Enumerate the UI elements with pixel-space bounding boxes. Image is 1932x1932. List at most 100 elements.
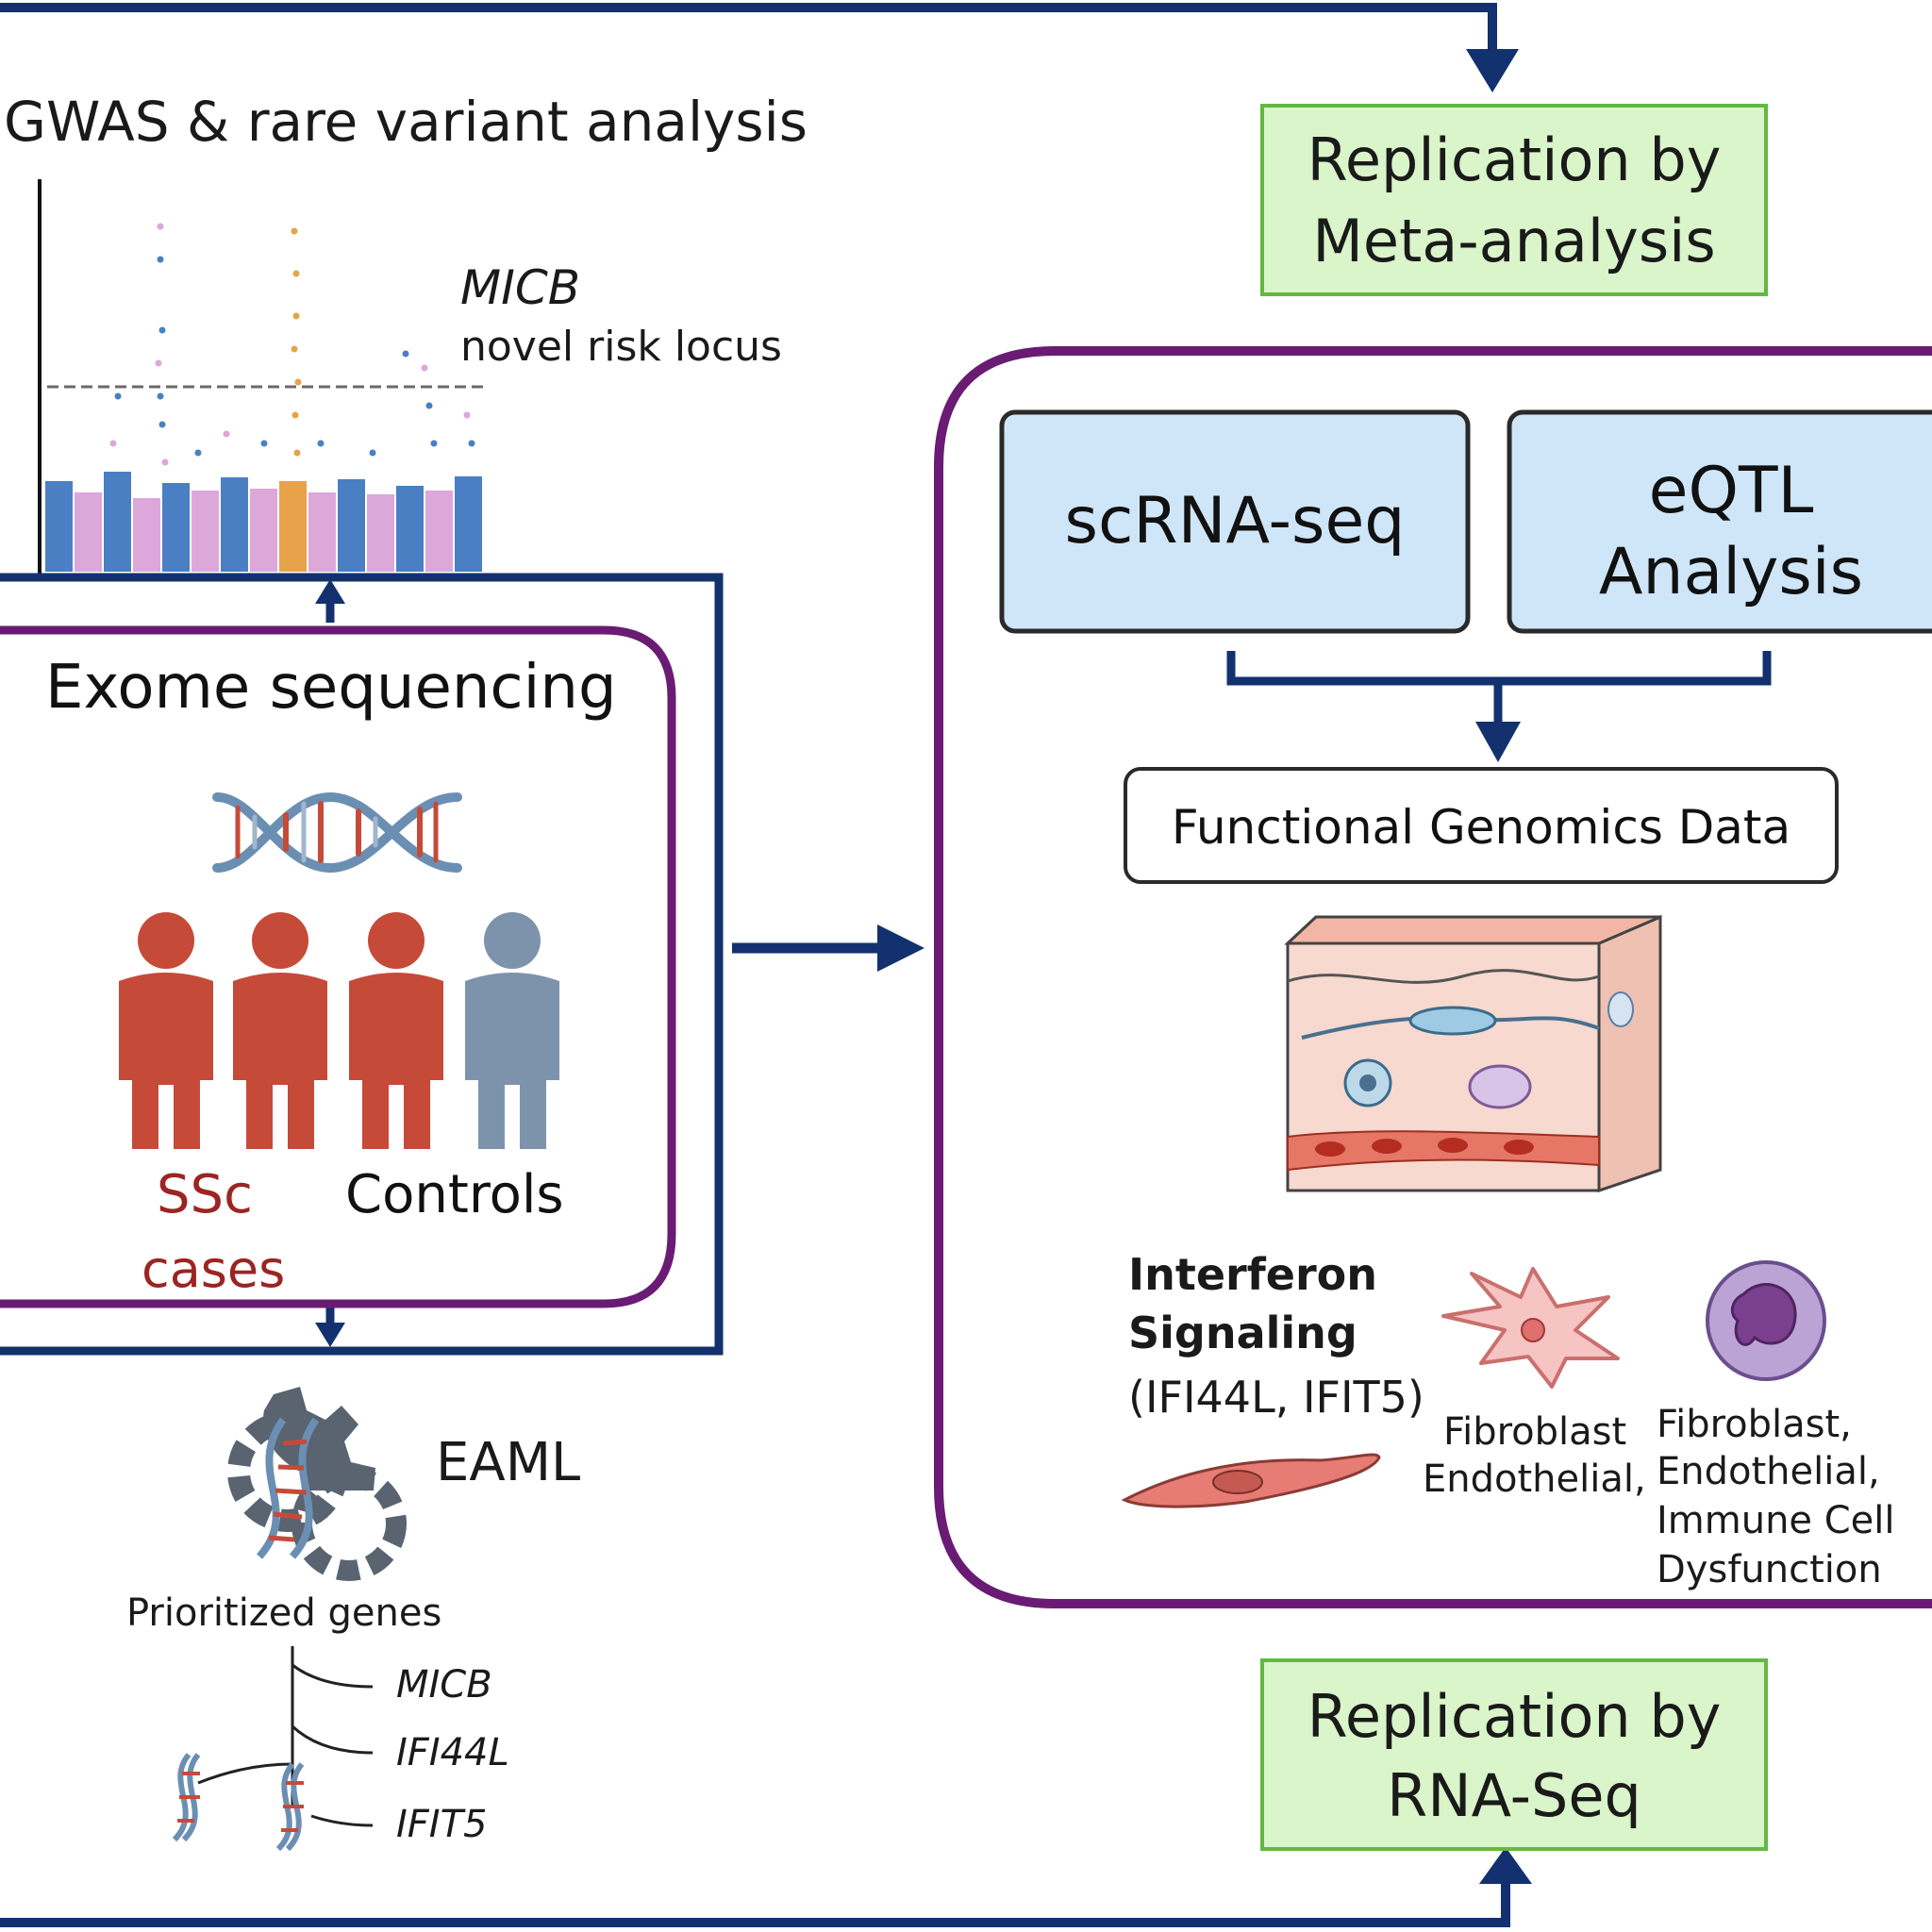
interferon-line3: (IFI44L, IFIT5) bbox=[1128, 1372, 1424, 1423]
eqtl-label-line1: eQTL bbox=[1648, 454, 1814, 528]
prioritized-genes-label: Prioritized genes bbox=[126, 1591, 442, 1635]
novel-risk-locus-label: novel risk locus bbox=[460, 323, 782, 371]
manhattan-chromosome-bar bbox=[133, 498, 160, 572]
exome-title: Exome sequencing bbox=[45, 653, 617, 723]
dna-helix-icon bbox=[212, 791, 462, 874]
manhattan-chromosome-bar bbox=[45, 481, 73, 572]
manhattan-chromosome-bar bbox=[279, 481, 307, 572]
manhattan-chromosome-bar bbox=[425, 491, 453, 572]
right-arrowhead bbox=[877, 924, 924, 972]
manhattan-snp-point bbox=[292, 270, 300, 277]
small-dna-icon-2 bbox=[275, 1762, 305, 1852]
replication-meta-line2: Meta-analysis bbox=[1312, 207, 1716, 275]
functional-data-label: Functional Genomics Data bbox=[1171, 800, 1791, 855]
manhattan-snp-point bbox=[468, 440, 475, 447]
manhattan-snp-point bbox=[293, 449, 301, 457]
immune-cell-icon bbox=[1706, 1260, 1826, 1381]
merge-arrowhead bbox=[1475, 722, 1521, 762]
gear-dna-icon bbox=[227, 1387, 407, 1581]
gene-label-ifi44l: IFI44L bbox=[396, 1731, 509, 1774]
manhattan-snp-point bbox=[317, 440, 325, 447]
replication-meta-box bbox=[1260, 104, 1768, 296]
tissue-block-illustration bbox=[1284, 914, 1662, 1193]
manhattan-snp-point bbox=[155, 359, 162, 367]
star-cell-icon bbox=[1441, 1267, 1620, 1389]
case-person-icon-2 bbox=[233, 912, 327, 1149]
bottom-flow-arrowhead bbox=[1479, 1847, 1532, 1884]
manhattan-snp-point bbox=[421, 364, 428, 372]
manhattan-snp-point bbox=[291, 411, 299, 419]
replication-rna-line2: RNA-Seq bbox=[1387, 1761, 1641, 1830]
manhattan-snp-point bbox=[157, 392, 164, 400]
manhattan-snp-point bbox=[369, 449, 376, 457]
manhattan-snp-point bbox=[161, 458, 169, 466]
manhattan-snp-point bbox=[158, 421, 166, 428]
manhattan-snp-point bbox=[430, 440, 438, 447]
down-arrowhead bbox=[315, 1323, 345, 1347]
dysfunction-label-line2: Endothelial, bbox=[1657, 1450, 1880, 1493]
case-person-icon-3 bbox=[349, 912, 443, 1149]
manhattan-snp-point bbox=[157, 223, 164, 230]
manhattan-bars bbox=[45, 472, 482, 572]
eaml-label: EAML bbox=[436, 1432, 581, 1493]
manhattan-snp-point bbox=[194, 449, 202, 457]
replication-meta-line1: Replication by bbox=[1307, 125, 1722, 194]
manhattan-snp-point bbox=[260, 440, 268, 447]
dysfunction-label-line3: Immune Cell bbox=[1657, 1499, 1895, 1542]
functional-purple-box bbox=[934, 346, 1932, 1608]
manhattan-plot bbox=[38, 179, 489, 574]
up-arrowhead bbox=[315, 579, 345, 604]
replication-rna-box bbox=[1260, 1658, 1768, 1851]
manhattan-snp-point bbox=[294, 378, 302, 386]
scrna-seq-label: scRNA-seq bbox=[1064, 484, 1406, 558]
interferon-line2: Signaling bbox=[1128, 1307, 1357, 1358]
manhattan-chromosome-bar bbox=[221, 477, 248, 572]
manhattan-snp-point bbox=[291, 345, 298, 353]
micb-hit-label: MICB bbox=[460, 260, 581, 315]
manhattan-chromosome-bar bbox=[308, 492, 336, 572]
eqtl-box bbox=[1507, 409, 1932, 634]
replication-rna-line1: Replication by bbox=[1307, 1682, 1722, 1751]
controls-label: Controls bbox=[345, 1164, 564, 1225]
manhattan-snp-point bbox=[292, 312, 300, 320]
ssc-cases-label-line2: cases bbox=[142, 1240, 286, 1299]
control-person-icon bbox=[465, 912, 559, 1149]
manhattan-chromosome-bar bbox=[367, 494, 394, 572]
manhattan-snp-point bbox=[463, 411, 471, 419]
dysfunction-label-line4: Dysfunction bbox=[1657, 1548, 1882, 1591]
fibroblast-label-line1: Fibroblast bbox=[1443, 1410, 1627, 1454]
scrna-box bbox=[999, 409, 1471, 634]
manhattan-snp-point bbox=[158, 326, 166, 334]
manhattan-chromosome-bar bbox=[396, 486, 424, 572]
small-dna-icon-1 bbox=[172, 1753, 201, 1842]
gene-label-micb: MICB bbox=[396, 1663, 492, 1707]
manhattan-snp-point bbox=[223, 430, 230, 438]
exome-navy-frame bbox=[0, 573, 724, 1356]
functional-data-box bbox=[1124, 767, 1839, 884]
ssc-cases-label-line1: SSc bbox=[157, 1164, 253, 1225]
manhattan-chromosome-bar bbox=[75, 492, 102, 572]
fibroblast-label-line2: Endothelial, bbox=[1423, 1457, 1646, 1501]
interferon-line1: Interferon bbox=[1128, 1249, 1377, 1300]
eqtl-label-line2: Analysis bbox=[1598, 535, 1864, 609]
manhattan-chromosome-bar bbox=[104, 472, 131, 572]
manhattan-snp-point bbox=[157, 256, 164, 263]
manhattan-chromosome-bar bbox=[162, 483, 190, 572]
fibroblast-cell-icon bbox=[1121, 1453, 1381, 1508]
manhattan-snp-point bbox=[402, 350, 409, 358]
manhattan-snp-point bbox=[109, 440, 117, 447]
gwas-title: GWAS & rare variant analysis bbox=[4, 90, 808, 154]
manhattan-chromosome-bar bbox=[192, 491, 219, 572]
bottom-flow-line bbox=[0, 1882, 1510, 1927]
manhattan-snp-point bbox=[291, 227, 298, 235]
dysfunction-label-line1: Fibroblast, bbox=[1657, 1403, 1852, 1446]
manhattan-dots bbox=[109, 223, 475, 466]
top-flow-line bbox=[0, 3, 1497, 52]
manhattan-chromosome-bar bbox=[455, 476, 482, 572]
top-flow-arrowhead bbox=[1466, 49, 1519, 92]
manhattan-chromosome-bar bbox=[338, 479, 365, 572]
manhattan-snp-point bbox=[425, 402, 433, 409]
manhattan-chromosome-bar bbox=[250, 489, 277, 572]
case-person-icon-1 bbox=[119, 912, 213, 1149]
